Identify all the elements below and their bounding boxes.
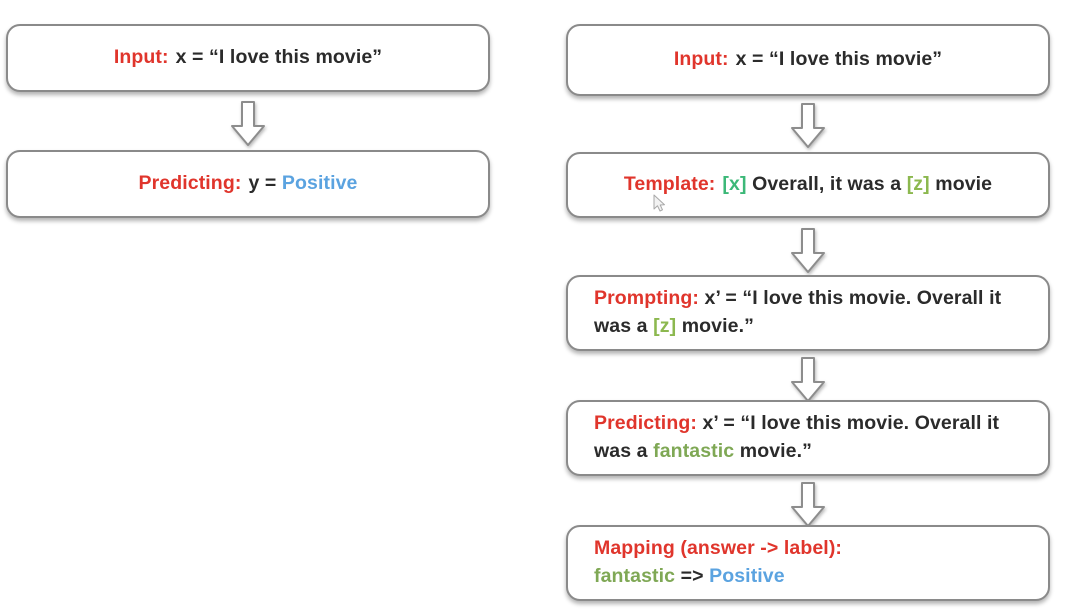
node-left-input: Input: x = “I love this movie” [6, 24, 490, 92]
mouse-pointer-icon [653, 194, 665, 212]
template-tail: movie [929, 173, 993, 196]
right-predicting-line2-suffix: movie.” [734, 440, 812, 462]
prompting-slot-z: [z] [653, 315, 677, 337]
right-predicting-text: Predicting: x’ = “I love this movie. Ove… [594, 410, 999, 465]
right-input-label: Input: [673, 48, 729, 71]
node-right-prompting: Prompting: x’ = “I love this movie. Over… [566, 275, 1050, 351]
mapping-answer: fantastic [594, 565, 676, 587]
right-prompting-text: Prompting: x’ = “I love this movie. Over… [594, 285, 1001, 340]
right-arrow-2-icon [791, 228, 825, 273]
template-mid: Overall, it was a [746, 173, 907, 196]
right-predicting-line1: x’ = “I love this movie. Overall it [702, 412, 1000, 435]
node-right-template: Template: [x] Overall, it was a [z] movie [566, 152, 1050, 218]
right-prompting-label: Prompting: [594, 287, 699, 310]
left-input-body: x = “I love this movie” [175, 46, 383, 69]
right-arrow-3-icon [791, 357, 825, 402]
mapping-label-value: Positive [709, 565, 785, 587]
right-prompting-line2-prefix: was a [594, 315, 654, 337]
predicting-answer-word: fantastic [653, 440, 735, 462]
right-input-body: x = “I love this movie” [735, 48, 943, 71]
right-template-text: Template: [x] Overall, it was a [z] movie [624, 171, 992, 199]
right-arrow-1-icon [791, 103, 825, 148]
right-prompting-line1: x’ = “I love this movie. Overall it [704, 287, 1002, 310]
node-right-input: Input: x = “I love this movie” [566, 24, 1050, 96]
right-input-text: Input: x = “I love this movie” [674, 46, 942, 74]
right-mapping-label: Mapping (answer -> label): [594, 537, 843, 560]
right-mapping-text: Mapping (answer -> label): fantastic => P… [594, 535, 842, 590]
left-predicting-text: Predicting: y = Positive [138, 170, 357, 198]
node-right-mapping: Mapping (answer -> label): fantastic => P… [566, 525, 1050, 601]
node-left-predicting: Predicting: y = Positive [6, 150, 490, 218]
left-input-label: Input: [113, 46, 169, 69]
left-predicting-value: Positive [281, 172, 358, 195]
right-predicting-label: Predicting: [594, 412, 697, 435]
template-slot-z: [z] [906, 173, 930, 196]
left-predicting-prefix: y = [248, 172, 282, 195]
right-prompting-line2-suffix: movie.” [676, 315, 754, 337]
right-arrow-4-icon [791, 482, 825, 527]
left-predicting-label: Predicting: [138, 172, 242, 195]
left-arrow-1-icon [231, 101, 265, 146]
mapping-operator: => [675, 565, 710, 587]
template-slot-x: [x] [722, 173, 747, 196]
left-input-text: Input: x = “I love this movie” [114, 44, 382, 72]
right-template-label: Template: [623, 173, 716, 196]
right-predicting-line2-prefix: was a [594, 440, 654, 462]
node-right-predicting: Predicting: x’ = “I love this movie. Ove… [566, 400, 1050, 476]
